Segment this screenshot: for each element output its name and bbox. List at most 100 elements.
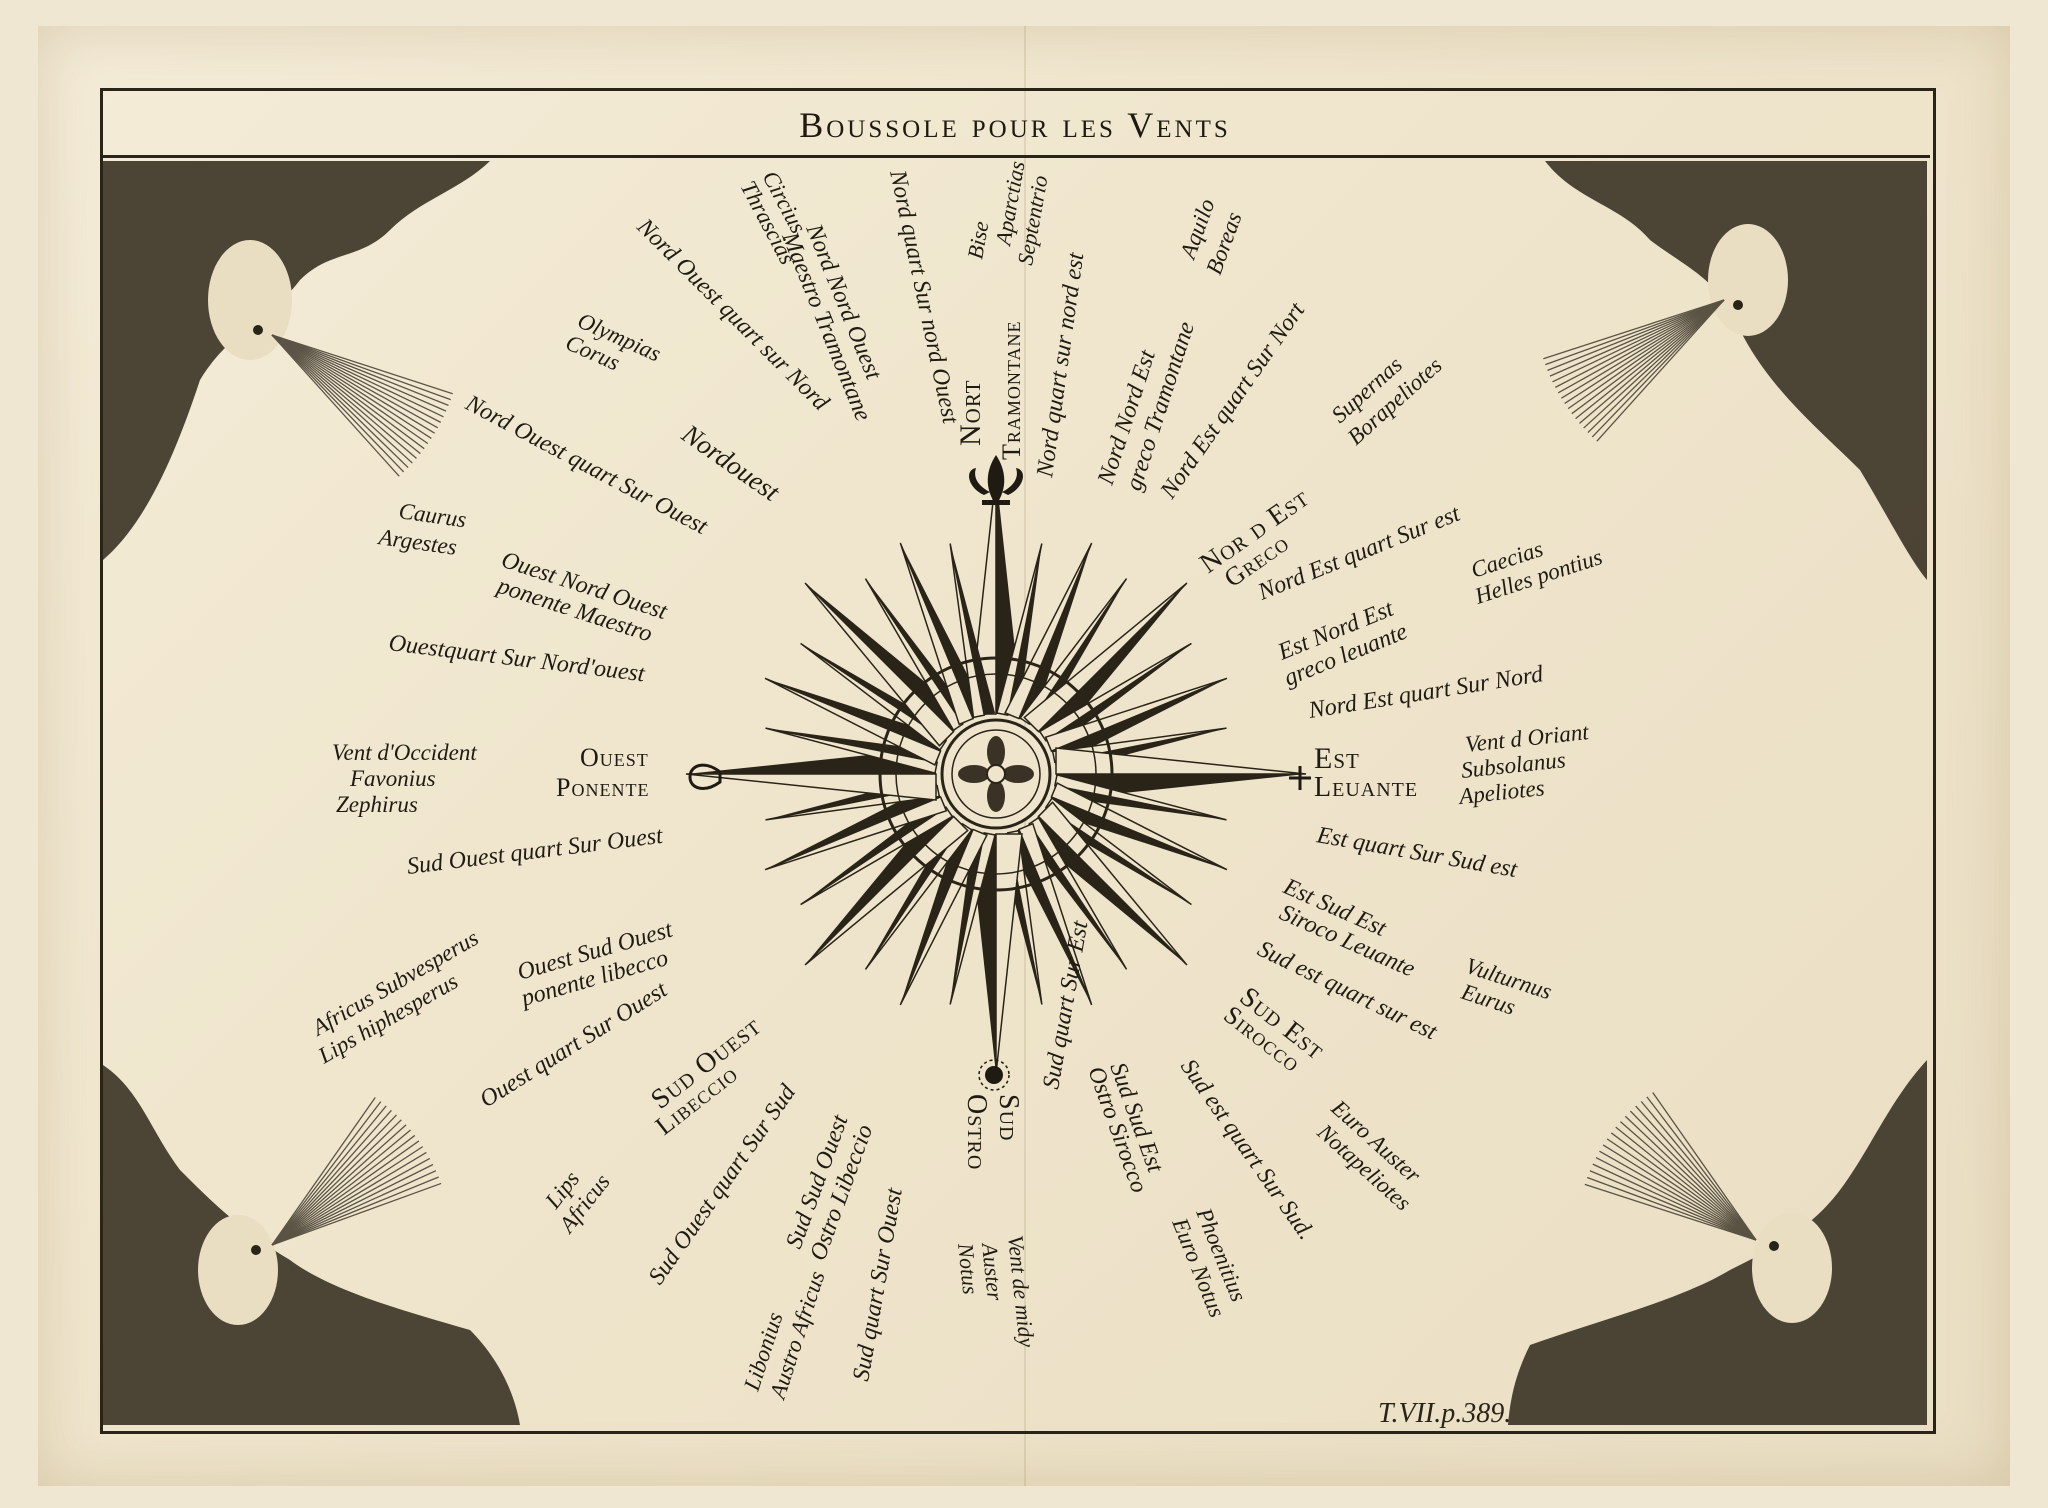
label-eqs: Est quart Sur Sud est xyxy=(1314,822,1520,883)
breath-ray xyxy=(271,334,439,429)
breath-ray xyxy=(271,334,417,459)
label-north-1: Nort xyxy=(954,380,987,446)
breath-ray xyxy=(1549,299,1725,377)
compass-point-light xyxy=(1037,801,1188,966)
breath-ray xyxy=(271,334,453,395)
breath-ray xyxy=(271,1157,431,1246)
engraved-plate-border xyxy=(100,88,1936,1434)
breath-ray xyxy=(271,1129,411,1246)
label-wqn: Ouestquart Sur Nord'ouest xyxy=(387,630,647,687)
breath-ray xyxy=(1646,1096,1757,1241)
breath-ray xyxy=(271,1182,442,1246)
breath-ray xyxy=(1652,1092,1757,1241)
breath-ray xyxy=(1543,299,1725,360)
compass-point-dark xyxy=(765,783,941,870)
compass-point-light xyxy=(995,833,1023,1075)
compass-point-light xyxy=(949,831,997,1005)
compass-point-dark xyxy=(1051,678,1227,765)
cloud-bottom-right xyxy=(1508,1060,1927,1425)
compass-point-light xyxy=(1053,773,1227,821)
breath-ray xyxy=(1596,299,1725,442)
compass-point-dark xyxy=(900,543,987,719)
compass-point-light xyxy=(1004,542,1093,720)
classical-north-1: Bise xyxy=(962,219,993,261)
breath-ray xyxy=(271,334,435,434)
label-west-1: Ouest xyxy=(580,743,649,772)
compass-center-medallion xyxy=(878,656,1114,892)
breath-ray xyxy=(271,334,405,473)
breath-ray xyxy=(271,1101,382,1246)
breath-ray xyxy=(1561,299,1725,399)
breath-ray xyxy=(271,1134,416,1246)
breath-ray xyxy=(271,334,444,418)
breath-ray xyxy=(1552,299,1725,383)
breath-ray xyxy=(1571,299,1725,415)
breath-ray xyxy=(1584,1183,1757,1241)
label-east-2: Leuante xyxy=(1314,772,1418,803)
compass-point-dark xyxy=(950,543,996,716)
breath-ray xyxy=(1586,1176,1757,1241)
breath-ray xyxy=(271,334,447,412)
breath-ray xyxy=(271,334,425,450)
classical-west-2: Favonius xyxy=(349,766,436,791)
breath-ray xyxy=(1554,299,1725,388)
compass-point-dark xyxy=(1038,583,1187,746)
breath-ray xyxy=(1606,1138,1757,1241)
fleur-de-lis-icon xyxy=(969,455,1023,505)
breath-ray xyxy=(1591,299,1725,438)
breath-ray xyxy=(1575,299,1725,420)
title-band: Boussole pour les Vents xyxy=(100,88,1930,158)
cloud-top-left xyxy=(103,161,490,560)
compass-point-light xyxy=(685,773,937,801)
breath-ray xyxy=(1640,1100,1757,1241)
classical-south-3: Notus xyxy=(953,1241,983,1296)
heart-icon xyxy=(688,763,722,790)
compass-point-light xyxy=(949,543,986,719)
classical-south-2: Auster xyxy=(977,1240,1008,1302)
breath-ray xyxy=(1545,299,1725,366)
compass-point-light xyxy=(764,795,948,871)
compass-point-dark xyxy=(805,802,954,965)
compass-point-dark xyxy=(805,583,968,732)
breath-ray xyxy=(271,1140,420,1246)
breath-ray xyxy=(1564,299,1725,405)
cloud-bottom-left xyxy=(103,1065,520,1425)
breath-ray xyxy=(1557,299,1725,394)
breath-ray xyxy=(271,334,429,445)
breath-ray xyxy=(1615,1126,1757,1241)
compass-point-light xyxy=(1044,677,1228,753)
compass-point-dark xyxy=(1024,816,1187,965)
breath-ray xyxy=(271,334,442,423)
label-south-1: Sud xyxy=(993,1094,1024,1141)
breath-ray xyxy=(1587,299,1725,434)
wind-breath-rays xyxy=(271,299,1757,1246)
breath-ray xyxy=(271,334,449,407)
breath-ray xyxy=(271,334,409,469)
sun-icon xyxy=(978,1059,1010,1091)
compass-point-light xyxy=(1055,747,1307,775)
breath-ray xyxy=(271,334,400,477)
plate-reference: T.VII.p.389. xyxy=(1378,1398,1512,1429)
breath-ray xyxy=(1602,1144,1757,1241)
compass-point-light xyxy=(899,542,975,726)
cloud-top-right xyxy=(1545,161,1927,580)
compass-point-light xyxy=(1017,822,1093,1006)
breath-ray xyxy=(271,1170,437,1246)
compass-point-dark xyxy=(1005,829,1092,1005)
breath-ray xyxy=(1619,1121,1757,1241)
breath-ray xyxy=(1547,299,1725,372)
label-west-2: Ponente xyxy=(556,773,649,802)
compass-point-light xyxy=(804,582,955,747)
breath-ray xyxy=(271,1119,402,1246)
breath-ray xyxy=(271,334,421,455)
label-nwqw: Nord Ouest quart Sur Ouest xyxy=(460,390,712,541)
map-title: Boussole pour les Vents xyxy=(799,105,1231,145)
breath-ray xyxy=(1579,299,1725,424)
classical-west-3: Zephirus xyxy=(336,792,418,817)
breath-ray xyxy=(1610,1132,1757,1241)
breath-ray xyxy=(271,334,432,440)
breath-ray xyxy=(271,1109,392,1246)
compass-point-light xyxy=(1050,782,1228,871)
compass-point-light xyxy=(765,727,939,775)
